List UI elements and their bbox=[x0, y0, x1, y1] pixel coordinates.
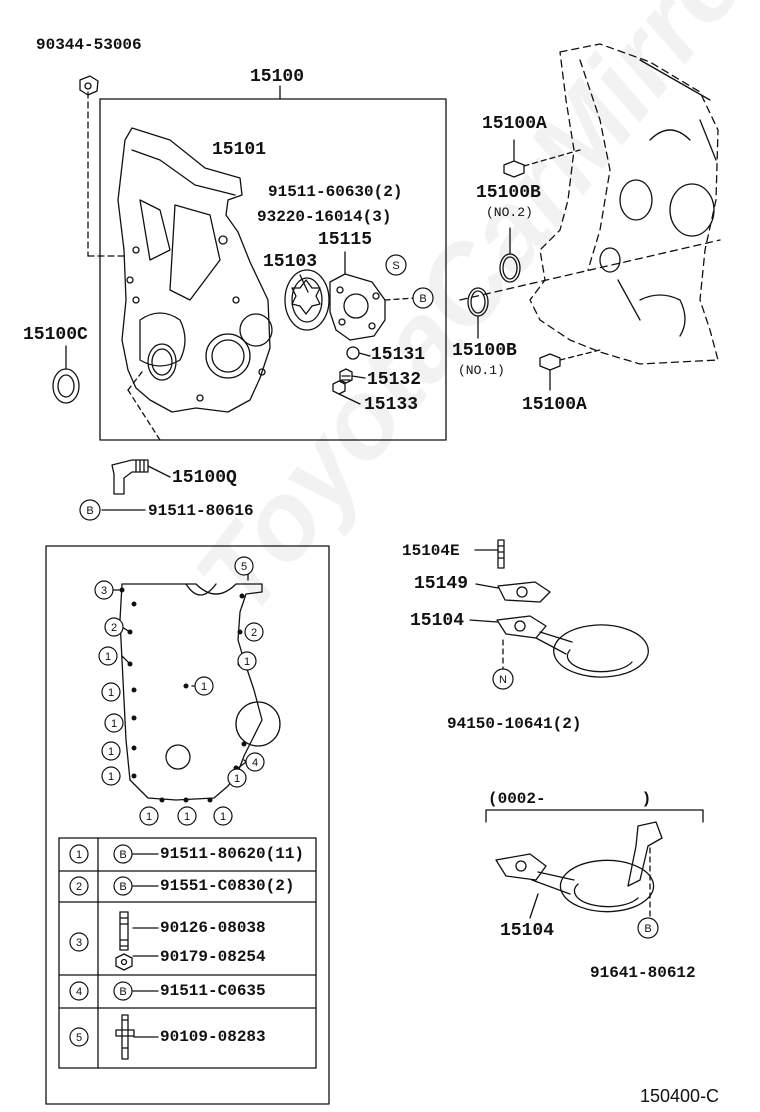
gasket-15149 bbox=[497, 581, 551, 603]
label-93220-16014: 93220-16014(3) bbox=[257, 208, 392, 226]
nut-90344-icon bbox=[79, 75, 99, 96]
gasket-num: 1 bbox=[234, 773, 240, 785]
gasket-num: 1 bbox=[146, 811, 152, 823]
label-15115: 15115 bbox=[318, 230, 373, 250]
label-15149: 15149 bbox=[414, 574, 469, 594]
strainer-15104-variant bbox=[495, 853, 547, 881]
marker-n: N bbox=[499, 674, 507, 686]
timing-cover-15101 bbox=[117, 127, 271, 413]
label-15100B-top-note: (NO.2) bbox=[486, 205, 533, 220]
table-row-symbol: B bbox=[119, 881, 126, 893]
gasket-num: 1 bbox=[108, 687, 114, 699]
label-15100B-top: 15100B bbox=[476, 183, 541, 203]
gasket-num: 1 bbox=[108, 771, 114, 783]
label-0002: (0002- ) bbox=[488, 790, 652, 808]
stud-15104E bbox=[497, 539, 505, 569]
table-row-symbol: B bbox=[119, 849, 126, 861]
table-part-3a: 90126-08038 bbox=[160, 919, 266, 937]
label-15131: 15131 bbox=[371, 345, 426, 365]
table-part-5: 90109-08283 bbox=[160, 1028, 266, 1046]
gasket-outline bbox=[119, 583, 263, 801]
table-part-1: 91511-80620(11) bbox=[160, 845, 305, 863]
strainer-15104 bbox=[496, 615, 547, 639]
table-part-4: 91511-C0635 bbox=[160, 982, 266, 1000]
pump-cover-15115 bbox=[329, 273, 386, 341]
gasket-bolt-holes bbox=[119, 569, 251, 803]
table-row-num: 3 bbox=[76, 937, 82, 949]
label-94150-10641: 94150-10641(2) bbox=[447, 715, 582, 733]
label-15104-variant: 15104 bbox=[500, 921, 555, 941]
gasket-num: 2 bbox=[111, 622, 117, 634]
label-15100: 15100 bbox=[250, 67, 305, 87]
dowel-pin-bottom bbox=[539, 353, 561, 371]
marker-b: B bbox=[419, 293, 426, 305]
label-91511-60630: 91511-60630(2) bbox=[268, 183, 403, 201]
gasket-num: 1 bbox=[201, 681, 207, 693]
engine-block bbox=[459, 43, 721, 365]
table-row-num: 1 bbox=[76, 849, 82, 861]
gasket-num: 1 bbox=[111, 718, 117, 730]
gasket-num: 3 bbox=[101, 585, 107, 597]
gasket-num: 1 bbox=[108, 746, 114, 758]
label-15100B-bottom-note: (NO.1) bbox=[458, 363, 505, 378]
label-91641-80612: 91641-80612 bbox=[590, 964, 696, 982]
dowel-pin-top bbox=[503, 160, 525, 178]
label-15101: 15101 bbox=[212, 140, 267, 160]
table-row-num: 4 bbox=[76, 986, 82, 998]
label-91511-80616: 91511-80616 bbox=[148, 502, 254, 520]
label-15100A-bottom: 15100A bbox=[522, 395, 587, 415]
table-part-3b: 90179-08254 bbox=[160, 948, 266, 966]
sensor-15100Q bbox=[111, 459, 149, 495]
label-15133: 15133 bbox=[364, 395, 419, 415]
variant-bracket bbox=[485, 809, 704, 823]
gasket-num: 5 bbox=[241, 561, 247, 573]
label-15100A-top: 15100A bbox=[482, 114, 547, 134]
assembly-box-15100 bbox=[99, 98, 447, 441]
marker-s: S bbox=[392, 260, 399, 272]
label-15104: 15104 bbox=[410, 611, 465, 631]
table-row-num: 2 bbox=[76, 881, 82, 893]
bolt-layout-box bbox=[45, 545, 330, 1105]
table-row-num: 5 bbox=[76, 1032, 82, 1044]
bolt-table bbox=[58, 837, 317, 1069]
gasket-num: 1 bbox=[220, 811, 226, 823]
marker-b: B bbox=[86, 505, 93, 517]
gasket-num: 1 bbox=[244, 656, 250, 668]
gasket-num: 1 bbox=[184, 811, 190, 823]
marker-b: B bbox=[644, 923, 651, 935]
label-15100B-bottom: 15100B bbox=[452, 341, 517, 361]
marker-letters: S B B N B 3 5 2 2 1 1 1 1 1 1 1 4 1 1 1 … bbox=[76, 260, 652, 1044]
label-15132: 15132 bbox=[367, 370, 422, 390]
gasket-num: 2 bbox=[251, 627, 257, 639]
table-part-2: 91551-C0830(2) bbox=[160, 877, 295, 895]
label-90344: 90344-53006 bbox=[36, 36, 142, 54]
figure-code: 150400-C bbox=[640, 1086, 720, 1106]
seal-15100C bbox=[52, 368, 80, 404]
label-15100C: 15100C bbox=[23, 325, 88, 345]
label-15100Q: 15100Q bbox=[172, 468, 237, 488]
rotor-15103 bbox=[284, 269, 330, 331]
gasket-num: 4 bbox=[252, 757, 258, 769]
label-15104E: 15104E bbox=[402, 542, 460, 560]
marker-circles bbox=[69, 254, 659, 1047]
gasket-num: 1 bbox=[105, 651, 111, 663]
label-15103: 15103 bbox=[263, 252, 318, 272]
table-row-symbol: B bbox=[119, 986, 126, 998]
